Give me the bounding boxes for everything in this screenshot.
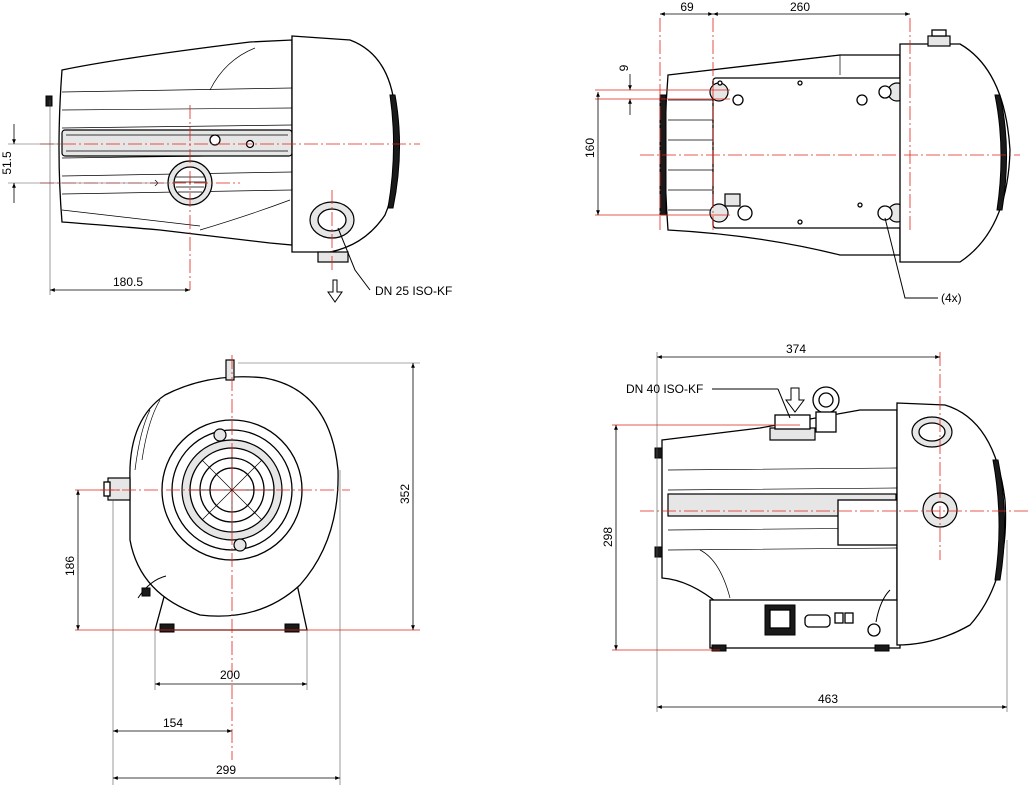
flow-arrow-icon (327, 279, 343, 303)
label-4x: (4x) (941, 291, 962, 305)
dim-51-5: 51.5 (0, 151, 14, 175)
dim-180-5: 180.5 (113, 275, 143, 289)
view-top: 69 260 9 160 (4x) (583, 0, 1020, 305)
view-left-side: 180.5 51.5 DN 25 ISO-KF (0, 35, 452, 303)
dim-186: 186 (63, 556, 77, 576)
dim-160: 160 (583, 138, 597, 158)
view-front: 352 186 200 154 299 (63, 355, 420, 785)
dim-200: 200 (220, 668, 240, 682)
dim-374: 374 (786, 342, 806, 356)
dim-299: 299 (216, 763, 236, 777)
dim-260: 260 (790, 0, 810, 14)
dim-154: 154 (163, 716, 183, 730)
dim-352: 352 (398, 484, 412, 504)
dim-69: 69 (680, 0, 694, 14)
label-dn40: DN 40 ISO-KF (626, 382, 703, 396)
dim-9: 9 (617, 64, 631, 71)
flow-arrow-icon-2 (785, 387, 805, 413)
dim-463: 463 (818, 692, 838, 706)
dim-298: 298 (601, 527, 615, 547)
label-dn25: DN 25 ISO-KF (375, 284, 452, 298)
view-right-side: 374 298 463 DN 40 ISO-KF (601, 342, 1028, 712)
